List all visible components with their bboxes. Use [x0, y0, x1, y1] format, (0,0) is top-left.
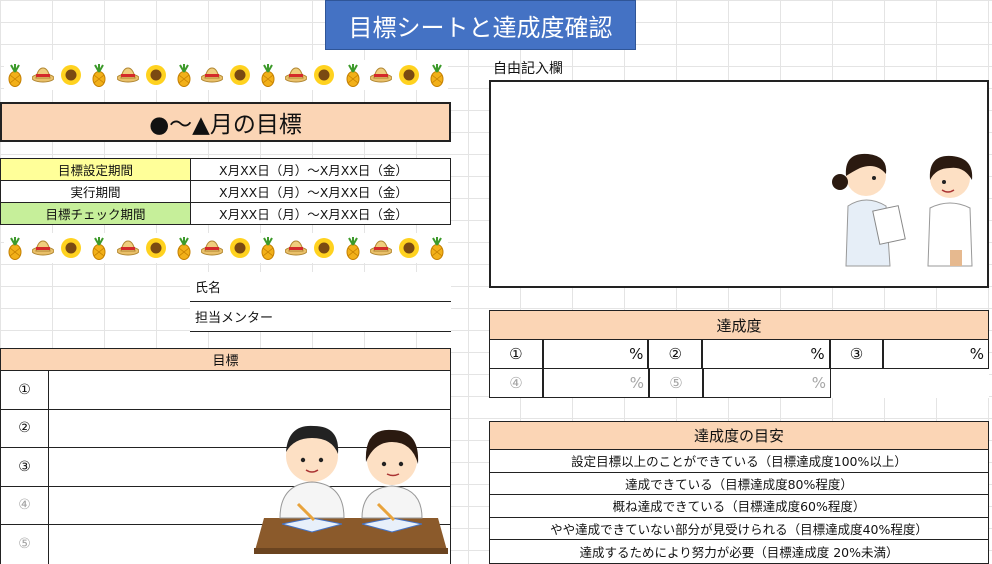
straw-hat-icon [200, 240, 223, 256]
sunflower-icon [61, 65, 82, 85]
percent-sign: % [810, 345, 825, 363]
straw-hat-icon [32, 240, 55, 256]
target-number: ② [1, 409, 49, 447]
goal-heading-text: ●～▲月の目標 [149, 112, 302, 138]
pineapple-icon [92, 237, 106, 260]
pineapple-icon [261, 64, 275, 87]
period-value[interactable]: X月XX日（月）～X月XX日（金） [190, 180, 451, 203]
sunflower-icon [230, 238, 250, 258]
achievement-percent-field[interactable]: % [543, 369, 649, 398]
name-label: 氏名 [195, 281, 222, 296]
straw-hat-icon [369, 67, 392, 83]
pineapple-icon [8, 237, 22, 260]
period-row: 目標設定期間 X月XX日（月）～X月XX日（金） [0, 158, 451, 181]
achievement-number: ① [489, 340, 543, 369]
achievement-table: 達成度 ① % ② % ③ % ④ % ⑤ % [489, 310, 989, 398]
achievement-percent-field[interactable]: % [703, 369, 831, 398]
straw-hat-icon [369, 240, 392, 256]
achievement-number: ② [648, 340, 703, 369]
students-studying-illustration [254, 425, 448, 554]
percent-sign: % [629, 345, 644, 363]
target-row[interactable]: ⑤ [1, 525, 450, 564]
guide-line: やや達成できていない部分が見受けられる（目標達成度40%程度） [490, 518, 988, 540]
free-notes-box[interactable] [489, 80, 989, 288]
percent-sign: % [811, 374, 826, 392]
title-banner: 目標シートと達成度確認 [325, 0, 636, 50]
achievement-guide-table: 達成度の目安 設定目標以上のことができている（目標達成度100%以上） 達成でき… [489, 421, 989, 564]
sunflower-icon [230, 65, 250, 85]
period-row: 実行期間 X月XX日（月）～X月XX日（金） [0, 180, 451, 203]
guide-header: 達成度の目安 [490, 422, 988, 450]
guide-line: 達成するためにより努力が必要（目標達成度 20%未満） [579, 544, 899, 560]
pineapple-icon [430, 237, 444, 260]
straw-hat-icon [200, 67, 223, 83]
sunflower-icon [145, 238, 166, 258]
goal-heading: ●～▲月の目標 [0, 102, 451, 142]
pineapple-icon [261, 237, 275, 260]
target-row[interactable]: ① [1, 371, 450, 410]
guide-line: 概ね達成できている（目標達成度60%程度） [490, 495, 988, 518]
guide-line: 設定目標以上のことができている（目標達成度100%以上） [490, 450, 988, 473]
target-row[interactable]: ② [1, 409, 450, 448]
period-value[interactable]: X月XX日（月）～X月XX日（金） [190, 158, 451, 181]
mentor-field[interactable]: 担当メンター [190, 302, 451, 332]
pineapple-icon [430, 64, 444, 87]
period-row: 目標チェック期間 X月XX日（月）～X月XX日（金） [0, 202, 451, 225]
pineapple-icon [177, 237, 191, 260]
target-number: ① [1, 371, 49, 409]
target-number: ④ [1, 486, 49, 524]
straw-hat-icon [116, 67, 139, 83]
summer-decoration-row [4, 60, 448, 90]
title-text: 目標シートと達成度確認 [348, 13, 613, 42]
target-row[interactable]: ④ [1, 486, 450, 525]
achievement-row: ④ % ⑤ % [489, 369, 989, 398]
percent-sign: % [629, 374, 644, 392]
straw-hat-icon [285, 240, 308, 256]
pineapple-icon [346, 237, 359, 260]
sunflower-icon [314, 238, 335, 258]
target-number: ⑤ [1, 525, 49, 564]
straw-hat-icon [116, 240, 139, 256]
pineapple-icon [346, 64, 359, 87]
guide-line: 達成できている（目標達成度80%程度） [490, 473, 988, 495]
period-label: 目標設定期間 [0, 158, 191, 181]
summer-decoration-row [4, 233, 448, 263]
nurses-illustration [832, 153, 973, 267]
sunflower-icon [398, 238, 419, 258]
achievement-percent-field[interactable]: % [883, 340, 989, 369]
targets-header: 目標 [1, 349, 450, 371]
period-value[interactable]: X月XX日（月）～X月XX日（金） [190, 202, 451, 225]
achievement-header: 達成度 [489, 310, 989, 340]
sunflower-icon [145, 65, 166, 85]
mentor-label: 担当メンター [195, 311, 274, 326]
straw-hat-icon [285, 67, 308, 83]
pineapple-icon [8, 64, 22, 87]
pineapple-icon [92, 64, 106, 87]
straw-hat-icon [32, 67, 55, 83]
percent-sign: % [969, 345, 984, 363]
achievement-number: ⑤ [649, 369, 703, 398]
period-table: 目標設定期間 X月XX日（月）～X月XX日（金） 実行期間 X月XX日（月）～X… [0, 158, 451, 225]
free-notes-label: 自由記入欄 [493, 61, 563, 77]
period-label: 実行期間 [0, 180, 191, 203]
achievement-percent-field[interactable]: % [542, 340, 649, 369]
target-row[interactable]: ③ [1, 448, 450, 487]
period-label: 目標チェック期間 [0, 202, 191, 225]
achievement-number: ③ [829, 340, 884, 369]
sunflower-icon [314, 65, 335, 85]
sunflower-icon [61, 238, 82, 258]
achievement-percent-field[interactable]: % [702, 340, 830, 369]
target-number: ③ [1, 448, 49, 486]
sunflower-icon [398, 65, 419, 85]
name-field[interactable]: 氏名 [190, 272, 451, 302]
achievement-number: ④ [489, 369, 543, 398]
achievement-row: ① % ② % ③ % [489, 340, 989, 369]
pineapple-icon [177, 64, 191, 87]
